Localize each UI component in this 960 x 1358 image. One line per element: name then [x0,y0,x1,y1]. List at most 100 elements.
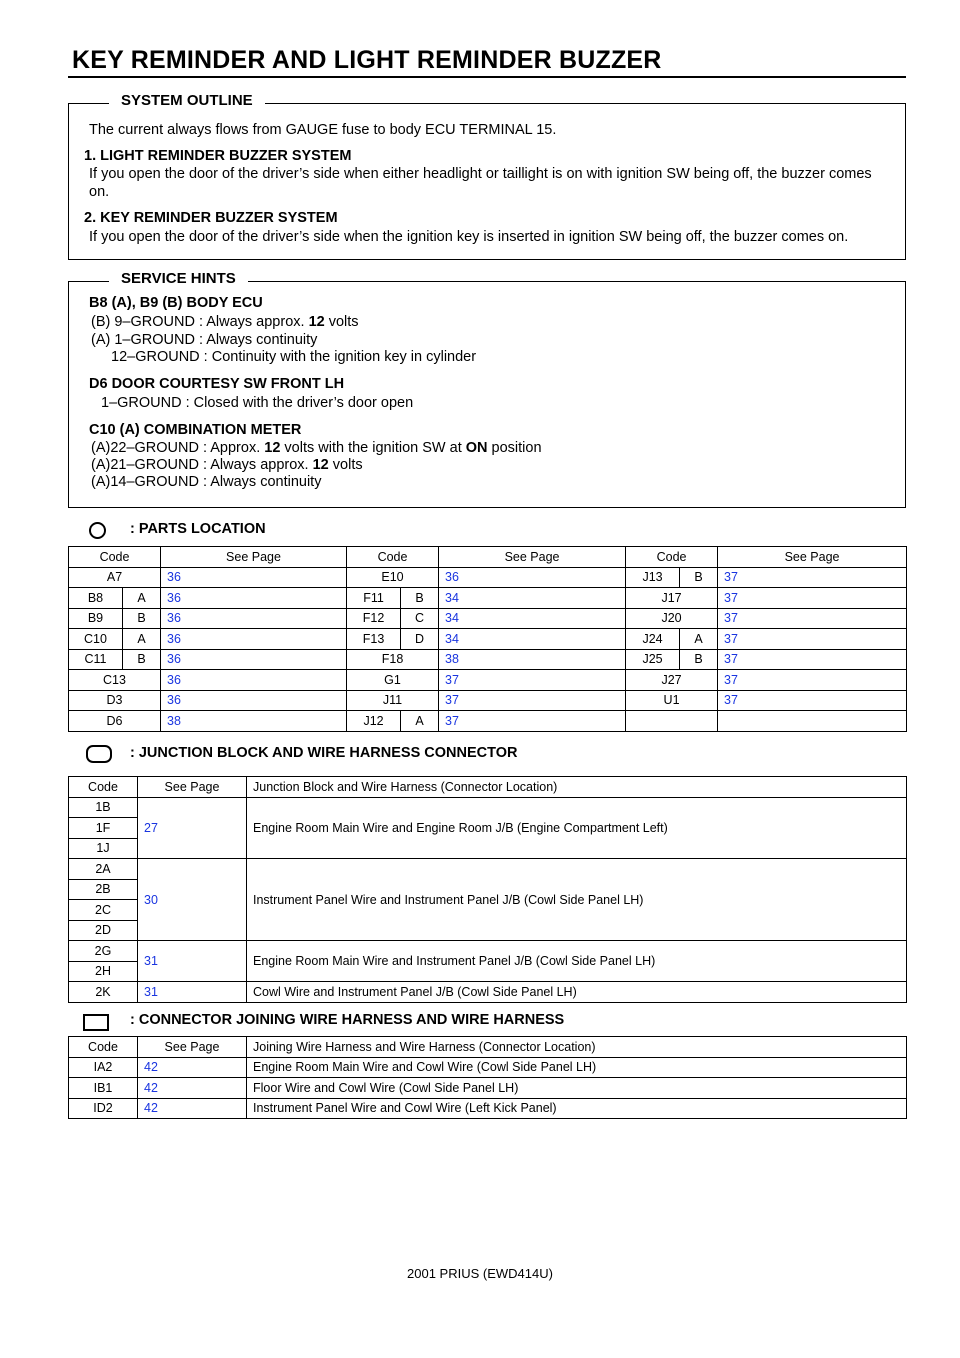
part-see-page-link[interactable]: 38 [160,710,348,732]
junction-see-page-link[interactable]: 30 [137,858,247,941]
part-see-page-link[interactable]: 36 [438,566,627,588]
junction-header-desc: Junction Block and Wire Harness (Connect… [246,776,907,798]
part-see-page-link[interactable]: 37 [717,628,908,650]
part-see-page-link[interactable]: 37 [717,587,908,609]
part-see-page-link[interactable]: 36 [160,669,348,691]
connector-see-page-link[interactable]: 42 [137,1077,247,1099]
part-code: J17 [625,587,719,609]
junction-heading: : JUNCTION BLOCK AND WIRE HARNESS CONNEC… [130,745,518,761]
cm-line-2-c: volts [328,457,363,473]
part-see-page-link[interactable]: 37 [717,669,908,691]
connector-code: IB1 [68,1077,138,1099]
junction-code: 2B [68,878,138,900]
service-hints-heading: SERVICE HINTS [109,270,248,287]
part-code: C10 [68,628,123,650]
junction-code: 2G [68,940,138,962]
part-code: B8 [68,587,123,609]
combination-meter-title: C10 (A) COMBINATION METER [89,422,302,438]
part-see-page-link[interactable]: 36 [160,566,348,588]
connector-location: Engine Room Main Wire and Cowl Wire (Cow… [246,1056,907,1078]
part-see-page-link[interactable]: 37 [438,710,627,732]
part-see-page-link[interactable]: 34 [438,628,627,650]
part-see-page-link[interactable]: 38 [438,648,627,670]
junction-location: Cowl Wire and Instrument Panel J/B (Cowl… [246,981,907,1003]
part-code: F13 [346,628,402,650]
part-see-page-link[interactable]: 37 [717,566,908,588]
part-see-page-link[interactable]: 37 [717,689,908,711]
connector-header-desc: Joining Wire Harness and Wire Harness (C… [246,1036,907,1058]
part-see-page-link[interactable]: 34 [438,607,627,629]
part-code: J24 [625,628,681,650]
junction-code: 1F [68,817,138,839]
light-reminder-text: If you open the door of the driver’s sid… [89,166,872,200]
page-title: KEY REMINDER AND LIGHT REMINDER BUZZER [72,46,662,74]
combination-meter-line-2: (A)21–GROUND : Always approx. 12 volts [91,456,363,474]
part-code [625,710,719,732]
part-see-page-link[interactable]: 36 [160,607,348,629]
part-see-page-link[interactable]: 34 [438,587,627,609]
part-see-page-link[interactable]: 37 [717,607,908,629]
cm-line-1-b: 12 [264,440,281,456]
header-code-1: Code [67,546,162,568]
junction-location: Engine Room Main Wire and Instrument Pan… [246,940,907,982]
connector-header-row: Code See Page Joining Wire Harness and W… [68,1036,907,1058]
junction-see-page-link[interactable]: 27 [137,796,247,859]
body-ecu-title: B8 (A), B9 (B) BODY ECU [89,295,263,311]
junction-see-page-link[interactable]: 31 [137,940,247,982]
combination-meter-line-1: (A)22–GROUND : Approx. 12 volts with the… [91,439,542,457]
combination-meter-line-3: (A)14–GROUND : Always continuity [91,474,322,490]
junction-code: 1B [68,796,138,818]
junction-location: Engine Room Main Wire and Engine Room J/… [246,796,907,859]
part-see-page-link[interactable]: 37 [438,669,627,691]
connector-location: Instrument Panel Wire and Cowl Wire (Lef… [246,1097,907,1119]
junction-code: 2D [68,919,138,941]
part-code: J25 [625,648,681,670]
parts-location-circle-icon [89,522,106,539]
junction-see-page-link[interactable]: 31 [137,981,247,1003]
connector-table: Code See Page Joining Wire Harness and W… [68,1036,907,1119]
body-ecu-line-2: (A) 1–GROUND : Always continuity [91,332,318,348]
part-code: F18 [346,648,440,670]
system-outline-box: SYSTEM OUTLINE The current always flows … [68,92,906,260]
part-see-page-link[interactable]: 36 [160,689,348,711]
cm-line-1-d: ON [465,440,488,456]
junction-header-page: See Page [137,776,247,798]
connector-heading: : CONNECTOR JOINING WIRE HARNESS AND WIR… [130,1012,565,1028]
cm-line-2-b: 12 [312,457,329,473]
part-code: C13 [67,669,162,691]
part-see-page-link[interactable]: 37 [438,689,627,711]
connector-see-page-link[interactable]: 42 [137,1056,247,1078]
junction-header-code: Code [68,776,138,798]
part-see-page-link[interactable]: 36 [160,587,348,609]
connector-header-page: See Page [137,1036,247,1058]
header-code-2: Code [346,546,440,568]
part-code: J20 [625,607,719,629]
part-suffix: B [400,587,440,609]
connector-see-page-link[interactable]: 42 [137,1097,247,1119]
part-see-page-link[interactable]: 36 [160,628,348,650]
header-code-3: Code [625,546,719,568]
key-reminder-text: If you open the door of the driver’s sid… [89,229,849,245]
part-code: J13 [625,566,681,588]
junction-table: Code See Page Junction Block and Wire Ha… [68,776,907,1003]
part-code: F12 [346,607,402,629]
part-suffix: B [679,648,719,670]
part-code: A7 [67,566,162,588]
parts-location-header-row: Code See Page Code See Page Code See Pag… [67,546,908,568]
part-code: J11 [346,689,440,711]
door-courtesy-line-1: 1–GROUND : Closed with the driver’s door… [101,395,414,411]
part-see-page-link[interactable]: 37 [717,648,908,670]
part-see-page-link[interactable]: 36 [160,648,348,670]
part-code: E10 [346,566,440,588]
body-ecu-line-1-a: (B) 9–GROUND : Always approx. [91,314,309,330]
body-ecu-line-1-c: volts [324,314,359,330]
